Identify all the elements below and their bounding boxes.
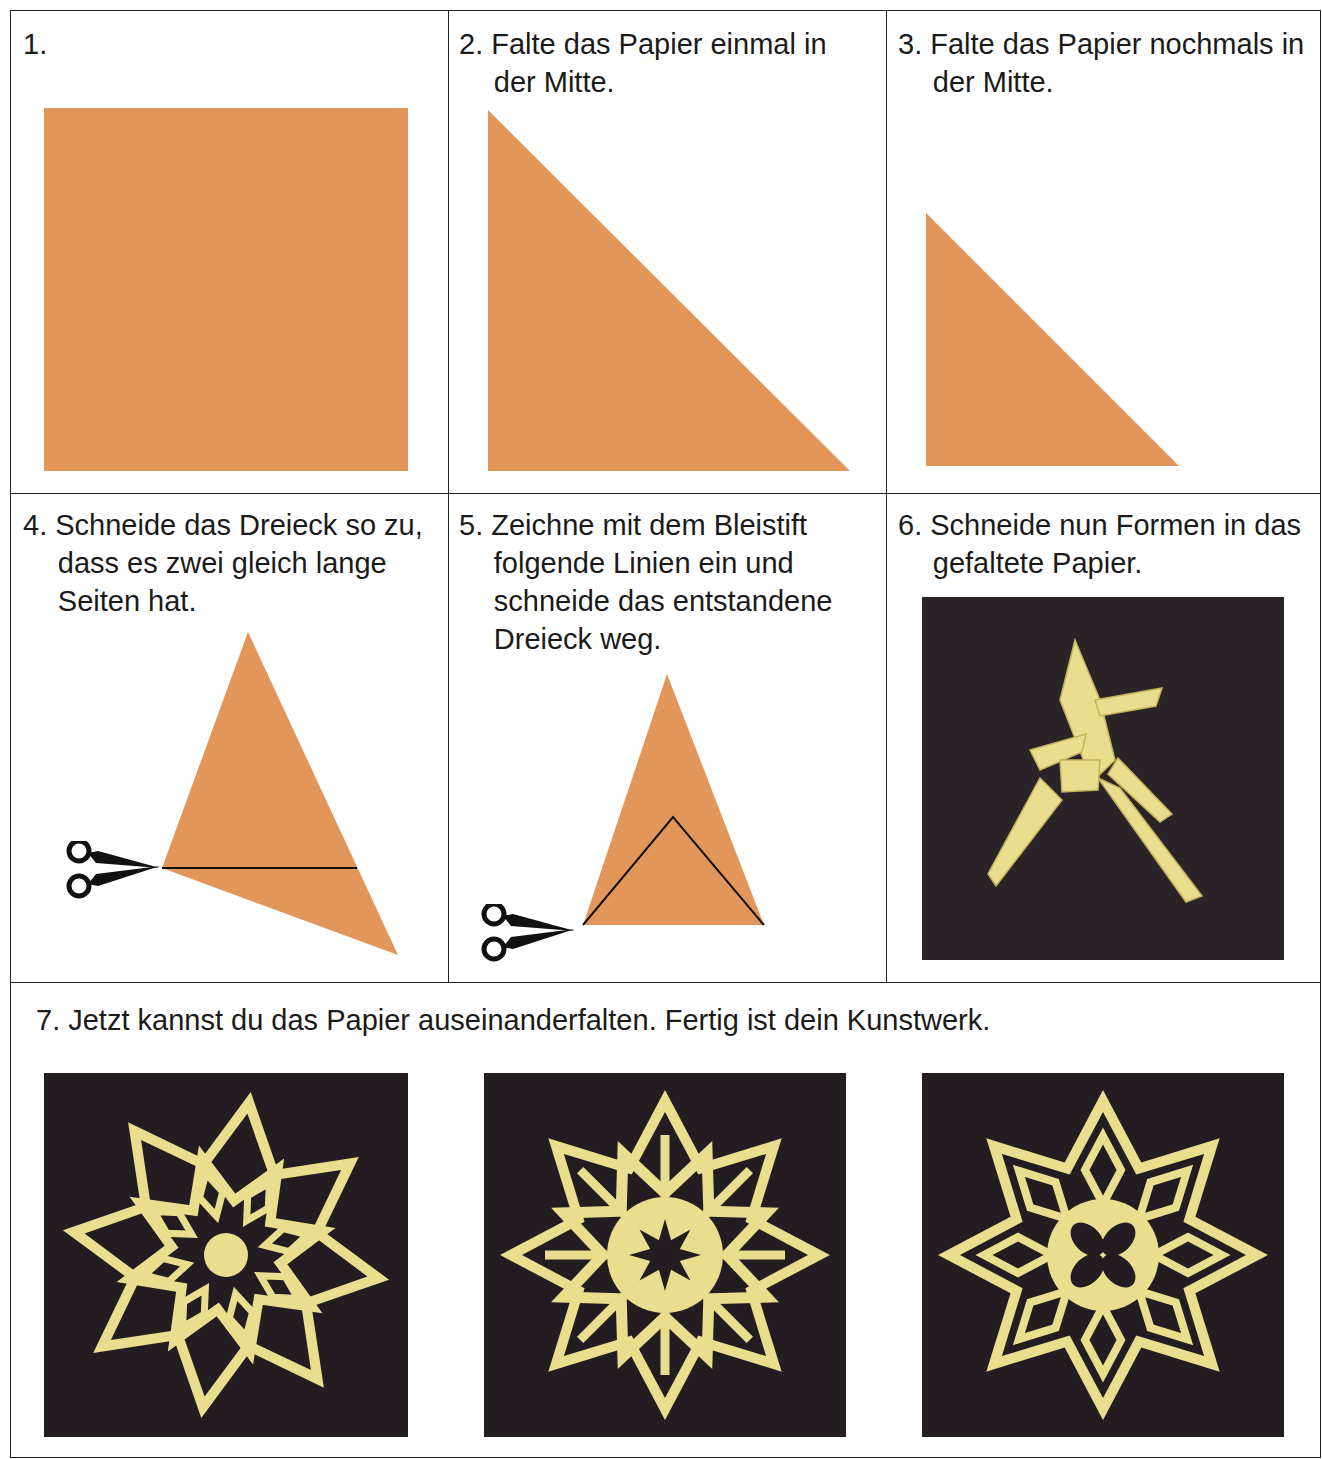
step-panel: 7. Jetzt kannst du das Papier auseinande… — [10, 982, 1321, 1458]
star-outline — [63, 1092, 389, 1418]
star-cutout — [960, 1112, 1246, 1398]
star-part — [1019, 1171, 1067, 1219]
scissors-icon — [484, 904, 575, 959]
star-part — [200, 1174, 223, 1217]
star-outline — [938, 1090, 1268, 1420]
photo-background — [922, 597, 1284, 960]
star-part — [265, 1229, 308, 1252]
star-cutout — [522, 1112, 808, 1398]
step-instruction: 2. Falte das Papier einmal in der Mitte. — [459, 25, 874, 101]
star-cutout — [85, 1114, 368, 1397]
cut-line — [583, 817, 764, 925]
step-panel: 2. Falte das Papier einmal in der Mitte. — [448, 10, 887, 494]
star-part — [607, 1197, 723, 1313]
star-part — [545, 1251, 607, 1260]
paper-triangle — [583, 674, 764, 925]
star-part — [1019, 1291, 1067, 1339]
star-part — [247, 1183, 270, 1221]
star-part — [260, 1276, 298, 1299]
photo-background — [44, 1073, 408, 1437]
star-part — [1139, 1291, 1187, 1339]
star-part — [580, 1170, 624, 1214]
folded-cut-paper — [988, 640, 1202, 902]
star-part — [204, 1233, 248, 1277]
scissors-icon — [69, 841, 160, 896]
star-part — [723, 1251, 785, 1260]
photo-background — [922, 1073, 1284, 1437]
star-part — [706, 1170, 750, 1214]
step-panel: 3. Falte das Papier nochmals in der Mitt… — [886, 10, 1321, 494]
paper-triangle — [162, 632, 398, 955]
star-part — [1154, 1237, 1222, 1273]
step-panel: 5. Zeichne mit dem Bleistift folgende Li… — [448, 493, 887, 983]
star-part — [229, 1294, 252, 1337]
paper-triangle — [926, 213, 1179, 466]
star-part — [984, 1237, 1052, 1273]
star-outline — [500, 1090, 830, 1420]
step-instruction: 4. Schneide das Dreieck so zu, dass es z… — [23, 506, 436, 620]
star-part — [1085, 1306, 1121, 1374]
star-part — [183, 1289, 206, 1327]
step-instruction: 7. Jetzt kannst du das Papier auseinande… — [36, 1001, 1300, 1039]
cut-line — [162, 867, 357, 869]
step-instruction: 3. Falte das Papier nochmals in der Mitt… — [898, 25, 1310, 101]
step-panel: 4. Schneide das Dreieck so zu, dass es z… — [10, 493, 449, 983]
paper-triangle — [488, 110, 850, 471]
star-part — [154, 1212, 192, 1235]
paper-star — [63, 1090, 1268, 1420]
star-part — [1139, 1171, 1187, 1219]
step-instruction: 6. Schneide nun Formen in das gefaltete … — [898, 506, 1310, 582]
star-part — [706, 1296, 750, 1340]
star-part — [145, 1258, 188, 1281]
star-cutout — [1064, 1216, 1111, 1263]
step-panel: 1. — [10, 10, 449, 494]
star-part — [661, 1313, 670, 1375]
photo-background — [484, 1073, 846, 1437]
star-part — [1047, 1199, 1159, 1311]
star-part — [661, 1135, 670, 1197]
step-instruction: 5. Zeichne mit dem Bleistift folgende Li… — [459, 506, 874, 658]
paper-square — [44, 108, 408, 471]
star-cutout — [629, 1219, 701, 1291]
star-part — [580, 1296, 624, 1340]
star-part — [1085, 1136, 1121, 1204]
step-instruction: 1. — [23, 25, 436, 63]
step-panel: 6. Schneide nun Formen in das gefaltete … — [886, 493, 1321, 983]
star-part — [129, 1158, 323, 1352]
